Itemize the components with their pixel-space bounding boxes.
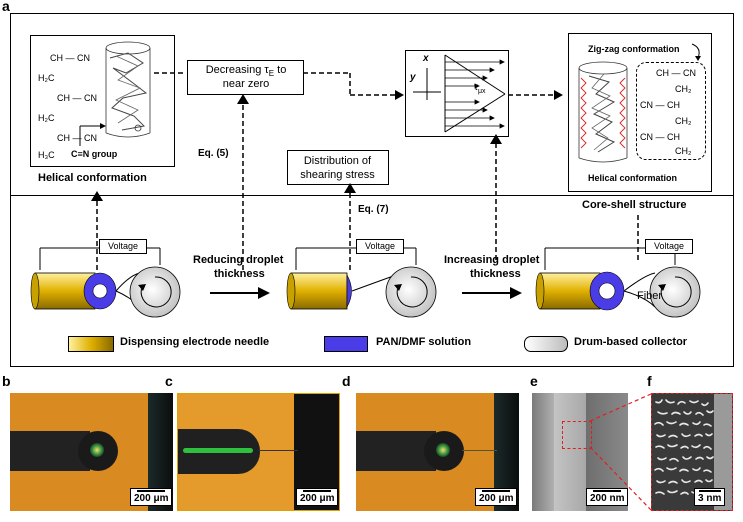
increasing-label-1: Increasing droplet: [444, 254, 540, 266]
zz-line-1: CH — CN: [656, 68, 696, 78]
chem-line-3: CH — CN: [57, 93, 97, 103]
zigzag-arrow-icon: [691, 43, 701, 61]
panel-letter-d: d: [342, 373, 351, 389]
panel-letter-a: a: [2, 0, 10, 14]
solid-arrow-1: [210, 287, 270, 299]
legend-swatch-needle: [68, 336, 114, 352]
cn-group-arrow-icon: [79, 123, 106, 146]
distribution-line2: shearing stress: [300, 169, 375, 181]
zz-line-3: CN — CH: [640, 100, 680, 110]
scalebar-b: 200 μm: [130, 488, 173, 506]
scalebar-f: 3 nm: [694, 488, 726, 506]
core-shell-box: [568, 33, 712, 192]
zigzag-dashed-box: [636, 62, 706, 160]
fiber-label: Fiber: [637, 290, 663, 302]
shear-diagram-icon: [413, 54, 506, 133]
reducing-label-2: thickness: [214, 268, 265, 280]
zigzag-title: Zig-zag conformation: [588, 44, 680, 54]
panel-letter-b: b: [2, 373, 11, 389]
helical-left-caption: Helical conformation: [38, 172, 147, 184]
voltage-box-1: Voltage: [99, 239, 147, 254]
voltage-box-2: Voltage: [356, 239, 404, 254]
zz-line-4: CH₂: [675, 116, 692, 126]
legend-label-solution: PAN/DMF solution: [376, 336, 472, 348]
chem-line-5: CH — CN: [57, 133, 97, 143]
legend-label-collector: Drum-based collector: [574, 336, 688, 348]
chem-line-1: CH — CN: [50, 53, 90, 63]
distribution-line1: Distribution of: [303, 155, 372, 167]
panel-letter-c: c: [165, 373, 173, 389]
voltage-box-3: Voltage: [645, 239, 693, 254]
zz-line-6: CH₂: [675, 146, 692, 156]
increasing-label-2: thickness: [470, 268, 521, 280]
cn-group-label: C≡N group: [71, 149, 118, 159]
setup-1-icon: [30, 247, 181, 318]
zz-line-2: CH₂: [675, 84, 692, 94]
scalebar-e: 200 nm: [586, 488, 629, 506]
decreasing-tau-box: [187, 60, 304, 95]
solid-arrow-2: [462, 287, 522, 299]
helical-left-box: [30, 35, 175, 167]
core-shell-caption: Core-shell structure: [582, 199, 687, 211]
scalebar-c: 200 μm: [296, 488, 339, 506]
scalebar-d: 200 μm: [475, 488, 518, 506]
setup-3-icon: [535, 247, 701, 318]
shear-tau-label: τμx: [474, 82, 486, 95]
legend-label-needle: Dispensing electrode needle: [120, 336, 270, 348]
panel-letter-f: f: [647, 373, 652, 389]
core-shell-molecule-icon: [578, 61, 628, 163]
frame-divider: [11, 195, 733, 197]
chem-line-2: H₂C: [38, 73, 55, 83]
distribution-box: [287, 150, 389, 185]
shear-diagram-box: [405, 50, 509, 137]
core-shell-helical-label: Helical conformation: [588, 173, 678, 183]
legend-swatch-collector: [524, 336, 568, 352]
decreasing-tau-line1: Decreasing τE to: [205, 64, 287, 79]
zz-line-5: CN — CH: [640, 132, 680, 142]
helix-molecule-icon: [105, 41, 151, 138]
chem-line-6: H₃C: [38, 150, 55, 160]
legend-swatch-solution: [324, 336, 368, 352]
decreasing-tau-line2: near zero: [222, 78, 270, 90]
panel-letter-e: e: [530, 373, 538, 389]
eq5-label: Eq. (5): [198, 148, 229, 159]
setup-2-icon: [286, 247, 437, 318]
chem-line-4: H₂C: [38, 113, 55, 123]
shear-x-label: x: [423, 53, 429, 64]
reducing-label-1: Reducing droplet: [193, 254, 284, 266]
dashed-connectors: [91, 72, 639, 270]
shear-y-label: y: [410, 72, 416, 83]
eq7-label: Eq. (7): [358, 204, 389, 215]
